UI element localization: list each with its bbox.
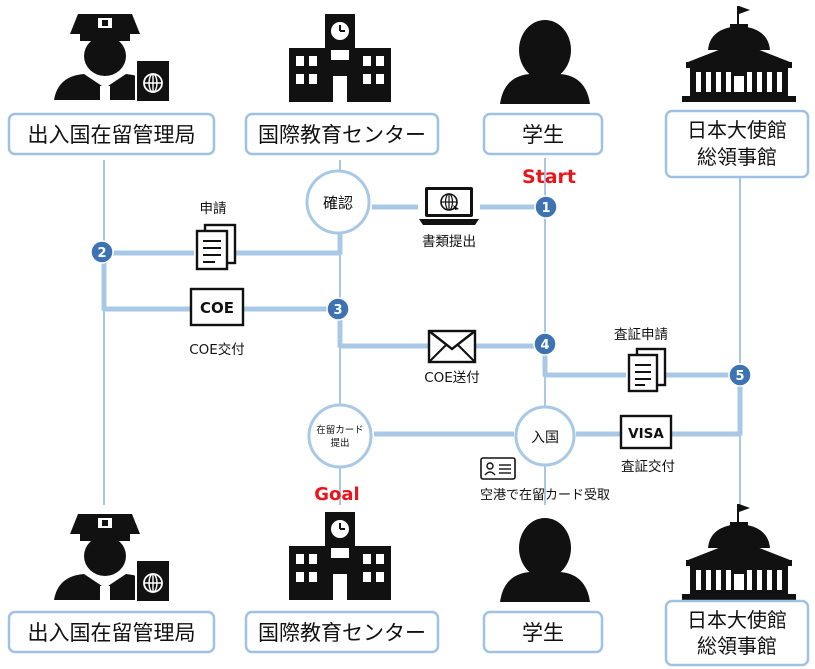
- envelope-icon: [427, 329, 477, 364]
- actor-label-school-bottom: 国際教育センター: [258, 621, 426, 645]
- actor-box-student-bottom: 学生: [482, 610, 604, 654]
- card-submit-label-line1: 在留カード: [316, 424, 364, 436]
- card-submit-node: 在留カード 提出: [307, 403, 373, 469]
- coe-send-label: COE送付: [424, 370, 480, 386]
- start-marker: Start: [522, 166, 576, 188]
- coe-document: COE: [189, 287, 245, 327]
- actor-label-student-bottom: 学生: [522, 621, 564, 645]
- residence-card-icon: [480, 457, 516, 480]
- actor-box-school: 国際教育センター: [244, 112, 440, 156]
- actor-box-embassy-bottom: 日本大使館 総領事館: [664, 599, 810, 667]
- step-number-1: 1: [541, 201, 550, 216]
- actor-label-school: 国際教育センター: [258, 123, 426, 147]
- flow-lines: [101, 204, 743, 437]
- officer-icon-bottom: [54, 514, 171, 603]
- actor-label-embassy-line1: 日本大使館: [687, 118, 787, 142]
- confirm-label: 確認: [323, 194, 353, 212]
- school-building-icon-bottom: [289, 512, 391, 600]
- step-badge-5: 5: [728, 363, 752, 387]
- flow-immigration-to-coe: [101, 253, 190, 312]
- actor-label-embassy-line2: 総領事館: [697, 145, 777, 169]
- flow-school-to-mail: [337, 309, 428, 349]
- entry-label: 入国: [531, 430, 559, 446]
- actor-label-embassy-bottom-line2: 総領事館: [697, 634, 777, 658]
- laptop-icon: [419, 187, 479, 225]
- flow-confirm-to-apply: [236, 232, 343, 256]
- actor-label-immigration: 出入国在留管理局: [28, 123, 196, 147]
- actor-box-immigration-bottom: 出入国在留管理局: [7, 610, 216, 654]
- card-submit-label-line2: 提出: [330, 437, 349, 449]
- step-number-2: 2: [97, 246, 106, 261]
- actor-label-embassy-bottom-line1: 日本大使館: [687, 608, 787, 632]
- apply-label: 申請: [200, 201, 227, 217]
- step-badge-4: 4: [533, 332, 557, 356]
- visa-doc-label: VISA: [628, 426, 664, 442]
- officer-icon: [54, 14, 171, 103]
- actor-label-student: 学生: [522, 123, 564, 147]
- actor-box-student: 学生: [482, 112, 604, 156]
- step-badge-3: 3: [326, 297, 350, 321]
- actor-box-immigration: 出入国在留管理局: [7, 112, 216, 156]
- document-stack-icon: [195, 223, 237, 271]
- visa-issue-label: 査証交付: [621, 458, 675, 475]
- visa-apply-label: 査証申請: [614, 327, 668, 343]
- flow-embassy-to-visa: [672, 375, 743, 437]
- student-silhouette-icon: [500, 20, 590, 104]
- step-number-4: 4: [540, 338, 549, 353]
- flow-student-to-visa-apply: [542, 346, 626, 378]
- school-building-icon: [289, 14, 391, 102]
- confirm-node: 確認: [305, 169, 371, 235]
- step-number-5: 5: [735, 369, 744, 384]
- actor-box-embassy: 日本大使館 総領事館: [664, 109, 810, 179]
- card-receive-label: 空港で在留カード受取: [480, 488, 610, 503]
- step-badge-1: 1: [534, 195, 558, 219]
- submit-docs-label: 書類提出: [422, 234, 476, 250]
- visa-document-stack-icon: [627, 347, 667, 393]
- student-silhouette-icon-bottom: [500, 518, 590, 602]
- embassy-building-icon-bottom: [682, 504, 796, 600]
- actor-box-school-bottom: 国際教育センター: [244, 610, 440, 654]
- step-badge-2: 2: [90, 240, 114, 264]
- coe-doc-label: COE: [200, 299, 234, 317]
- embassy-building-icon: [682, 6, 796, 102]
- goal-marker: Goal: [314, 484, 359, 505]
- step-number-3: 3: [333, 303, 342, 318]
- entry-node: 入国: [514, 405, 576, 467]
- visa-document: VISA: [619, 414, 673, 450]
- coe-issue-label: COE交付: [189, 341, 245, 358]
- actor-label-immigration-bottom: 出入国在留管理局: [28, 621, 196, 645]
